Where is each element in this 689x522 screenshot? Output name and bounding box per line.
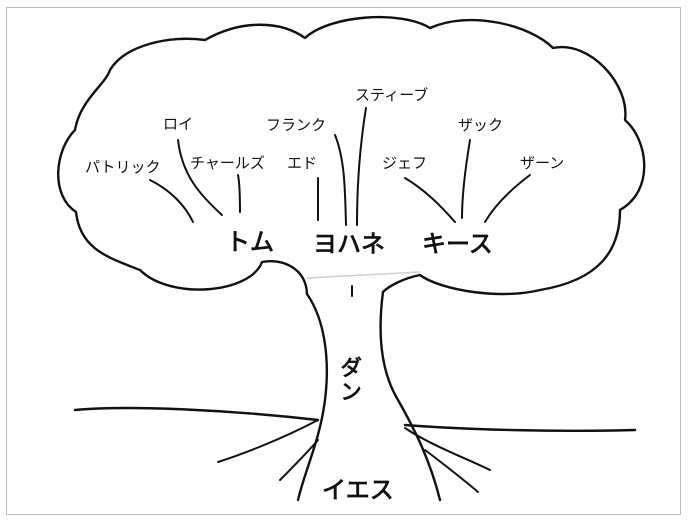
branch-label-john: ヨハネ (313, 229, 385, 258)
leaf-label-zane: ザーン (520, 154, 565, 172)
root-label-jesus: イエス (322, 475, 394, 504)
leaf-label-roy: ロイ (163, 115, 194, 133)
branch-label-tom: トム (226, 227, 274, 256)
branch-charles (237, 174, 241, 213)
leaf-label-steve: スティーブ (355, 86, 429, 104)
root-left-1 (217, 419, 319, 463)
leaf-label-frank: フランク (266, 116, 327, 134)
trunk-right-edge (379, 290, 442, 502)
trunk-left-edge (296, 292, 328, 502)
leaf-label-jeff: ジェフ (382, 154, 428, 172)
root-right-2 (424, 449, 479, 493)
root-left-2 (279, 439, 319, 481)
ground-line-right (403, 423, 637, 432)
branch-zane (484, 174, 531, 223)
crown-fold-line (306, 271, 421, 279)
branch-steve (356, 107, 367, 226)
branch-zack (461, 139, 471, 219)
root-right-1 (404, 427, 491, 471)
trunk-label-dan: ダン (336, 356, 362, 404)
branch-frank (334, 134, 347, 226)
branch-roy (177, 139, 223, 216)
branch-jeff (404, 177, 456, 223)
leaf-label-charles: チャールズ (190, 154, 265, 172)
leaf-label-patrick: パトリック (85, 158, 161, 176)
ground-line-left (73, 406, 320, 422)
tree-crown-outline (57, 15, 646, 296)
leaf-label-zack: ザック (458, 116, 504, 134)
branch-label-keith: キース (422, 229, 493, 258)
leaf-label-ed: エド (287, 154, 318, 172)
branch-patrick (149, 179, 194, 223)
